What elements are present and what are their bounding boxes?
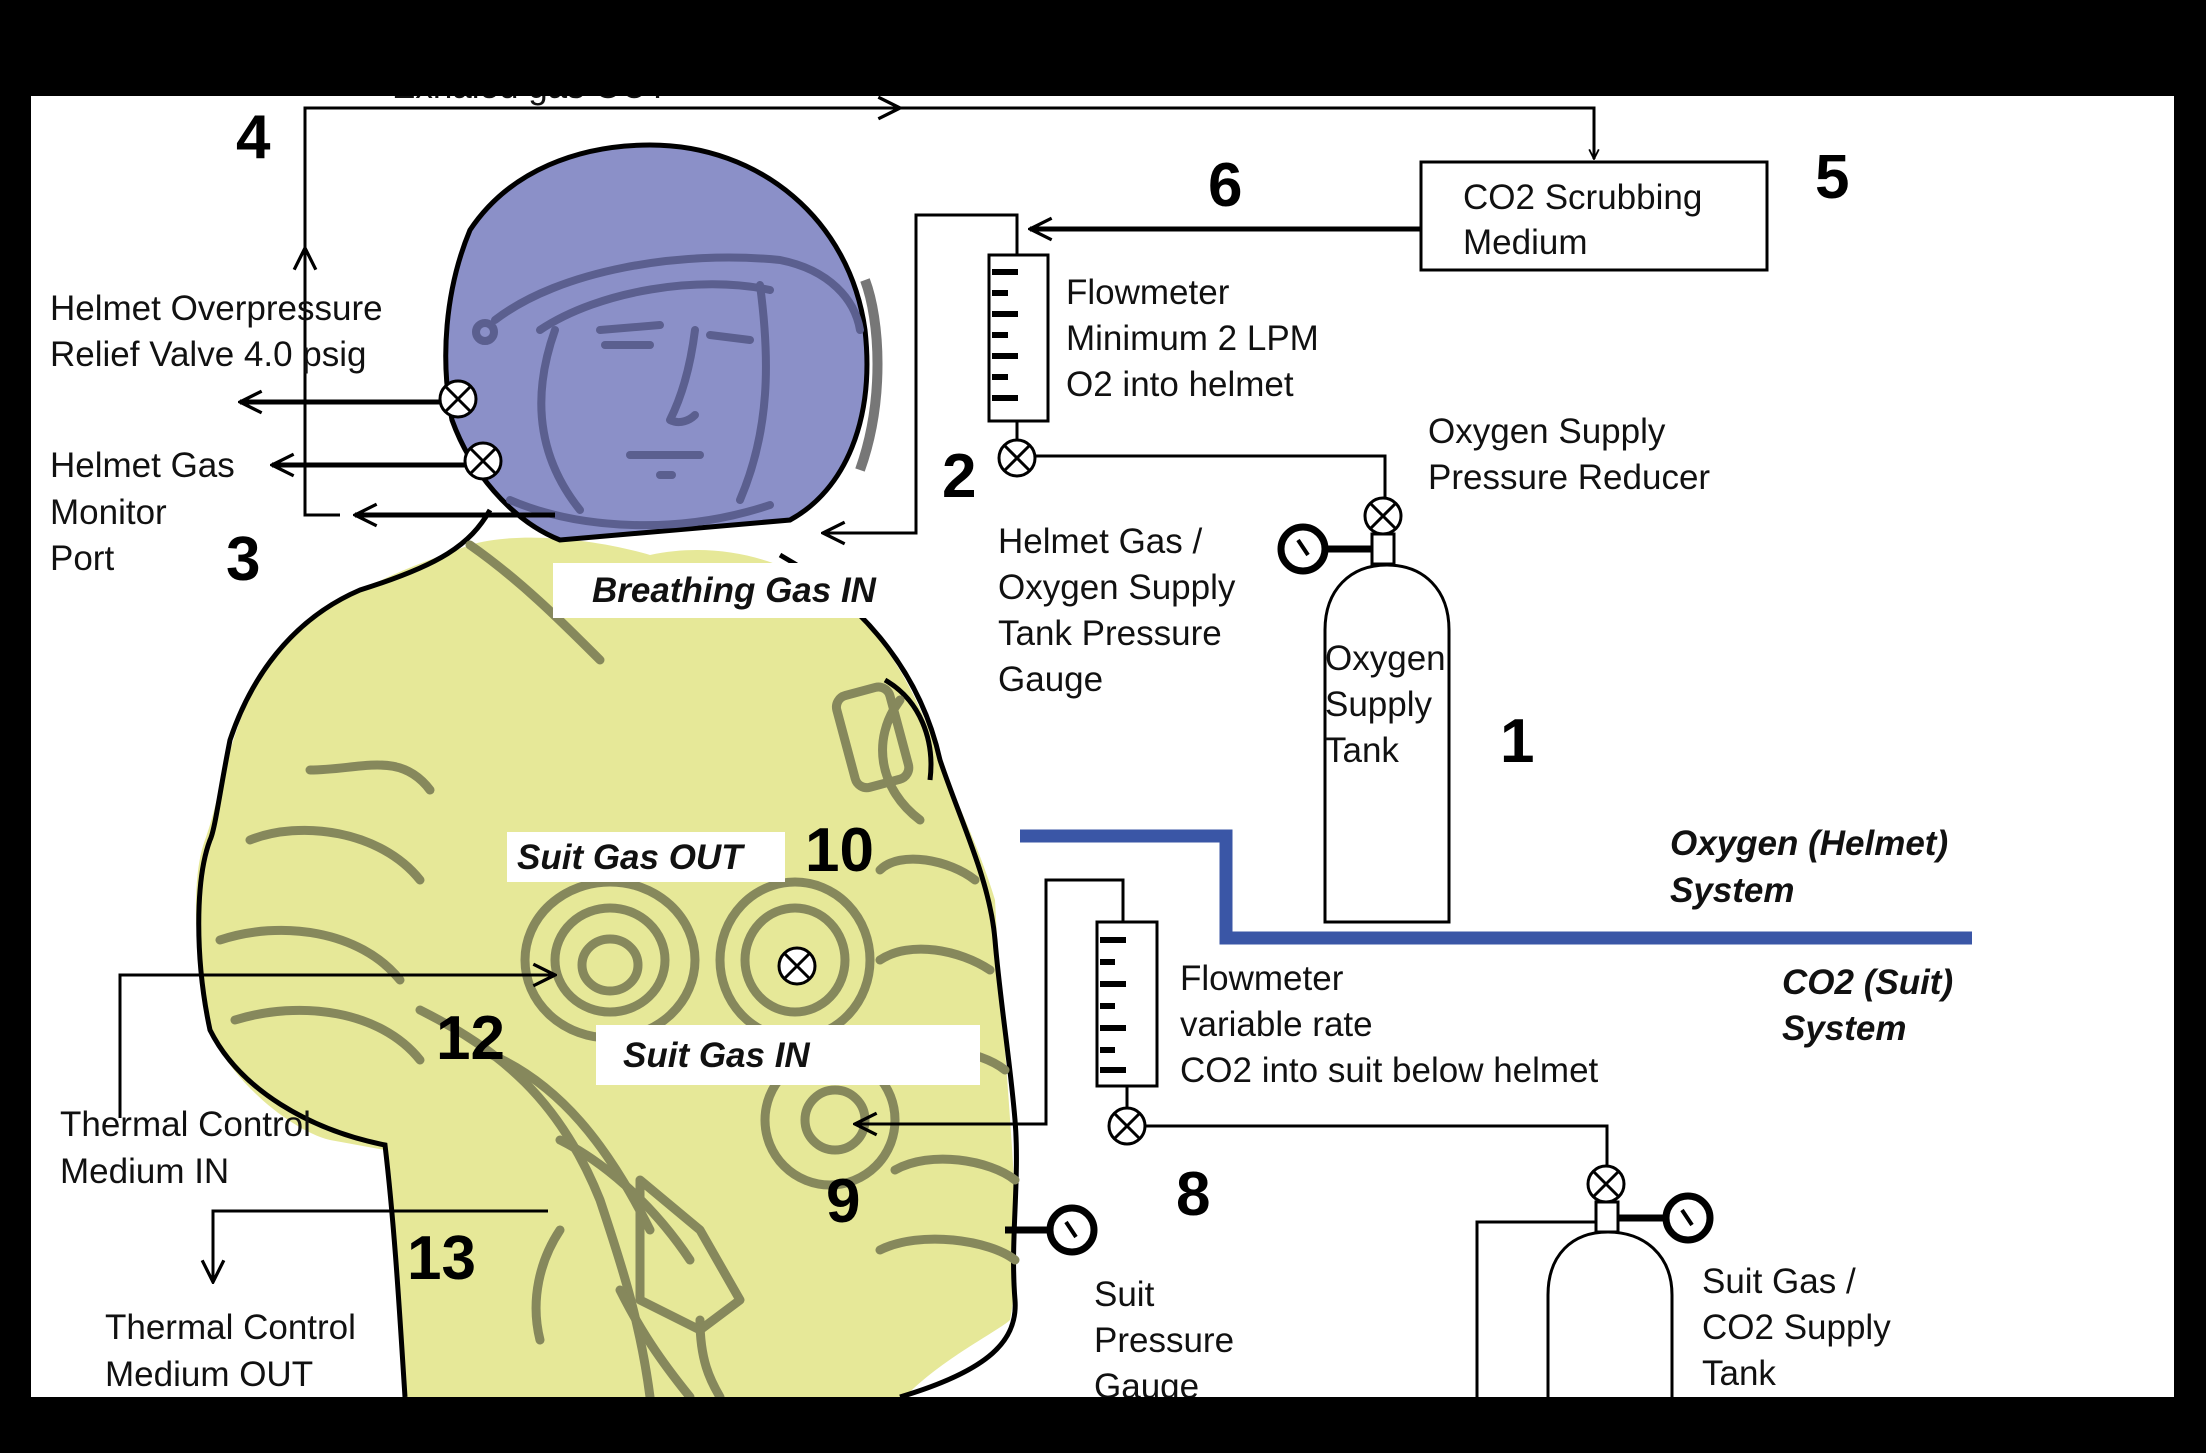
spacesuit-body xyxy=(195,508,1020,1397)
co2-scrubbing-medium-box xyxy=(1419,160,1769,272)
oxygen-system-label: Oxygen (Helmet) System xyxy=(1670,824,1958,910)
co2-pressure-reducer-icon xyxy=(1586,1164,1626,1204)
label-number-8: 8 xyxy=(1176,1160,1210,1229)
co2-scrubbing-label: CO2 Scrubbing Medium xyxy=(1463,178,1712,262)
system-divider-line xyxy=(1020,829,1972,945)
suit-gas-out-tag: Suit Gas OUT xyxy=(517,838,745,877)
relief-valve-icon xyxy=(438,379,478,419)
label-number-10: 10 xyxy=(805,816,874,885)
helmet xyxy=(443,142,883,543)
thermal-in-line xyxy=(118,975,555,1118)
label-number-9: 9 xyxy=(826,1167,860,1236)
flowmeter-co2-label: Flowmeter variable rate CO2 into suit be… xyxy=(1180,959,1599,1090)
thermal-out-label: Thermal Control Medium OUT xyxy=(105,1308,366,1394)
oxygen-supply-tank xyxy=(1323,563,1451,924)
oxygen-tank-label: Oxygen Supply Tank xyxy=(1325,639,1455,770)
co2-system-label: CO2 (Suit) System xyxy=(1782,963,1963,1048)
helmet-overpressure-label: Helmet Overpressure Relief Valve 4.0 psi… xyxy=(50,289,392,374)
suit-gas-out-valve-icon xyxy=(777,946,817,986)
suit-pressure-gauge-icon xyxy=(1046,1204,1098,1256)
helmet-gas-monitor-label: Helmet Gas Monitor Port xyxy=(50,446,245,578)
oxygen-tank-gauge-icon xyxy=(1277,523,1329,575)
valve-2-icon xyxy=(997,438,1037,478)
label-number-4: 4 xyxy=(236,103,271,172)
exhaled-gas-out-label: Exhaled gas OUT xyxy=(392,67,668,106)
exhaust-line xyxy=(303,106,1594,517)
flowmeter-o2-icon xyxy=(987,253,1050,423)
co2-supply-tank xyxy=(1546,1230,1674,1397)
suit-gas-in-tag: Suit Gas IN xyxy=(623,1036,810,1075)
label-number-2: 2 xyxy=(942,442,976,511)
thermal-in-label: Thermal Control Medium IN xyxy=(60,1105,321,1191)
helmet-gas-gauge-label: Helmet Gas / Oxygen Supply Tank Pressure… xyxy=(998,522,1245,699)
breathing-gas-line xyxy=(823,213,1019,533)
co2-tank-label: Suit Gas / CO2 Supply Tank xyxy=(1702,1262,1900,1393)
oxygen-pressure-reducer-label: Oxygen Supply Pressure Reducer xyxy=(1428,412,1710,497)
co2-tank-gauge-icon xyxy=(1662,1192,1714,1244)
label-number-3: 3 xyxy=(226,525,260,594)
flowmeter-co2-icon xyxy=(1095,920,1159,1088)
thermal-out-line xyxy=(213,1209,548,1282)
suit-pressure-gauge-label: Suit Pressure Gauge xyxy=(1094,1275,1244,1406)
valve-8-icon xyxy=(1107,1106,1147,1146)
label-number-5: 5 xyxy=(1815,143,1849,212)
monitor-port-valve-icon xyxy=(463,441,503,481)
label-number-12: 12 xyxy=(436,1004,505,1073)
flowmeter-o2-label: Flowmeter Minimum 2 LPM O2 into helmet xyxy=(1066,273,1329,404)
suit-gas-in-line xyxy=(855,878,1125,1124)
oxygen-pressure-reducer-icon xyxy=(1363,496,1403,536)
label-number-1: 1 xyxy=(1500,707,1534,776)
breathing-gas-in-tag: Breathing Gas IN xyxy=(592,571,877,610)
label-number-6: 6 xyxy=(1208,151,1242,220)
label-number-13: 13 xyxy=(407,1224,476,1293)
